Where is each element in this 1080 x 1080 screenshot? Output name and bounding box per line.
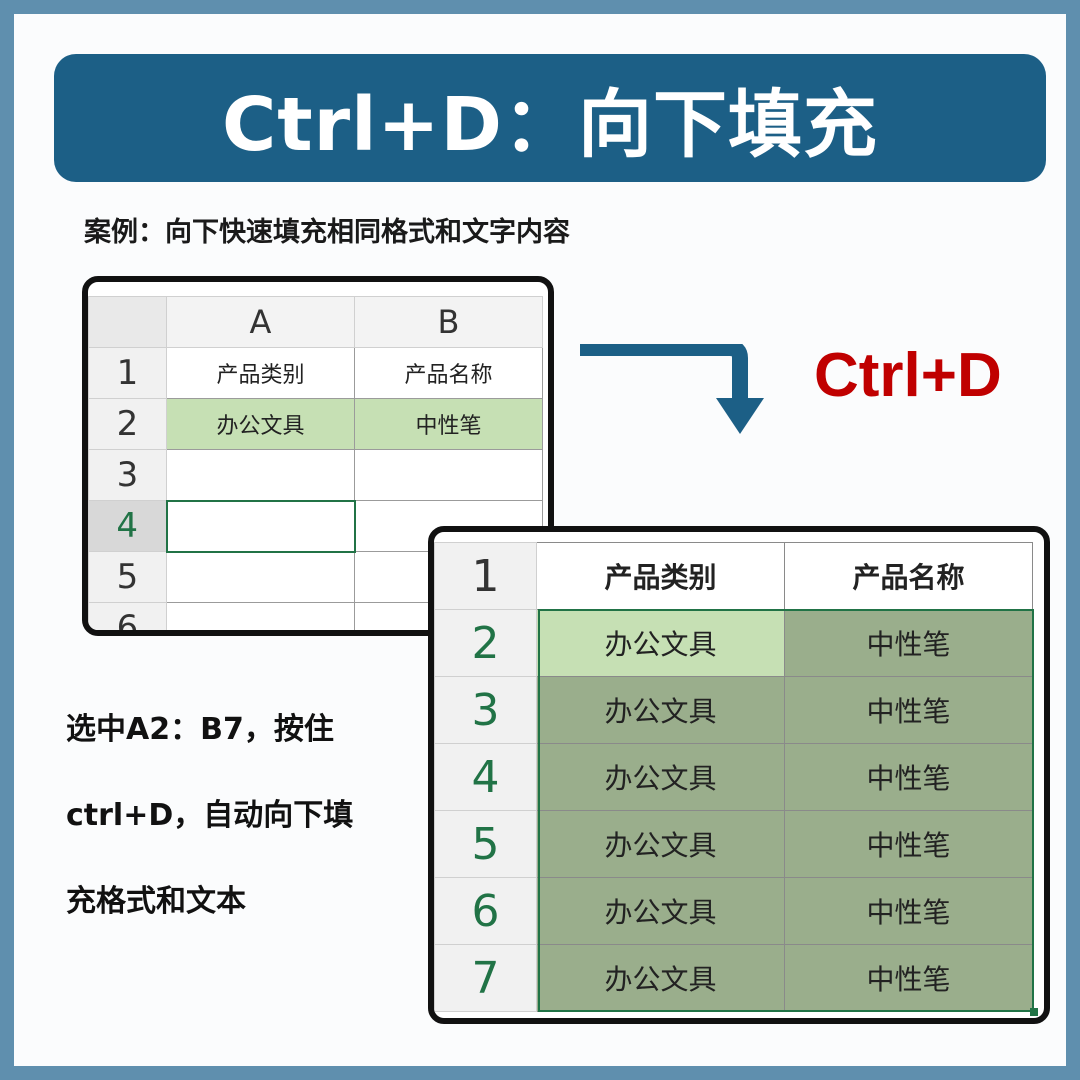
- before-grid: A B 1 产品类别 产品名称 2 办公文具 中性笔 3 4: [88, 296, 543, 630]
- instruction-line-2: ctrl+D，自动向下填: [66, 798, 354, 833]
- cell-a6[interactable]: 办公文具: [536, 877, 785, 945]
- row-number[interactable]: 3: [88, 449, 167, 501]
- cell-b2[interactable]: 中性笔: [784, 609, 1033, 677]
- instruction-line-1: 选中A2：B7，按住: [66, 712, 334, 747]
- table-row: 3: [88, 449, 543, 501]
- table-row: 3 办公文具 中性笔: [434, 676, 1033, 744]
- poster-card: Ctrl+D：向下填充 案例：向下快速填充相同格式和文字内容 A B 1 产品类…: [14, 14, 1066, 1066]
- row-number[interactable]: 5: [434, 810, 537, 878]
- cell-a6[interactable]: [166, 602, 355, 630]
- row-number[interactable]: 1: [88, 347, 167, 399]
- table-row: 2 办公文具 中性笔: [88, 398, 543, 450]
- cell-b1[interactable]: 产品名称: [354, 347, 543, 399]
- table-row: 2 办公文具 中性笔: [434, 609, 1033, 677]
- table-row: 7 办公文具 中性笔: [434, 944, 1033, 1012]
- cell-a5[interactable]: 办公文具: [536, 810, 785, 878]
- cell-a3[interactable]: [166, 449, 355, 501]
- cell-a2[interactable]: 办公文具: [536, 609, 785, 677]
- column-header-b[interactable]: B: [354, 296, 543, 348]
- cell-b3[interactable]: 中性笔: [784, 676, 1033, 744]
- table-row: 1 产品类别 产品名称: [88, 347, 543, 399]
- down-arrow-icon: [580, 344, 764, 434]
- spreadsheet-before: A B 1 产品类别 产品名称 2 办公文具 中性笔 3 4: [82, 276, 554, 636]
- cell-b7[interactable]: 中性笔: [784, 944, 1033, 1012]
- cell-a3[interactable]: 办公文具: [536, 676, 785, 744]
- cell-a5[interactable]: [166, 551, 355, 603]
- cell-b2[interactable]: 中性笔: [354, 398, 543, 450]
- after-grid: 1 产品类别 产品名称 2 办公文具 中性笔 3 办公文具 中性笔 4 办公文具…: [434, 542, 1033, 1012]
- table-row: 6 办公文具 中性笔: [434, 877, 1033, 945]
- subtitle: 案例：向下快速填充相同格式和文字内容: [84, 217, 570, 248]
- table-row: 5 办公文具 中性笔: [434, 810, 1033, 878]
- row-number[interactable]: 2: [434, 609, 537, 677]
- header-cell-a[interactable]: 产品类别: [536, 542, 785, 610]
- table-row: 4 办公文具 中性笔: [434, 743, 1033, 811]
- fill-handle[interactable]: [1030, 1008, 1038, 1016]
- cell-b5[interactable]: 中性笔: [784, 810, 1033, 878]
- cell-a2[interactable]: 办公文具: [166, 398, 355, 450]
- page-title: Ctrl+D：向下填充: [222, 81, 878, 168]
- cell-b6[interactable]: 中性笔: [784, 877, 1033, 945]
- column-header-row: A B: [88, 296, 543, 348]
- cell-a4[interactable]: 办公文具: [536, 743, 785, 811]
- cell-b3[interactable]: [354, 449, 543, 501]
- instruction-line-3: 充格式和文本: [66, 884, 246, 919]
- row-number[interactable]: 1: [434, 542, 537, 610]
- row-number[interactable]: 6: [88, 602, 167, 630]
- select-all-corner[interactable]: [88, 296, 167, 348]
- cell-a4[interactable]: [165, 499, 356, 553]
- row-number[interactable]: 2: [88, 398, 167, 450]
- title-banner: Ctrl+D：向下填充: [54, 54, 1046, 182]
- row-number-active[interactable]: 4: [88, 500, 167, 552]
- table-row: 1 产品类别 产品名称: [434, 542, 1033, 610]
- header-cell-b[interactable]: 产品名称: [784, 542, 1033, 610]
- cell-a1[interactable]: 产品类别: [166, 347, 355, 399]
- row-number[interactable]: 7: [434, 944, 537, 1012]
- cell-a7[interactable]: 办公文具: [536, 944, 785, 1012]
- row-number[interactable]: 5: [88, 551, 167, 603]
- column-header-a[interactable]: A: [166, 296, 355, 348]
- shortcut-label: Ctrl+D: [814, 341, 1002, 410]
- cell-b4[interactable]: 中性笔: [784, 743, 1033, 811]
- row-number[interactable]: 3: [434, 676, 537, 744]
- row-number[interactable]: 4: [434, 743, 537, 811]
- row-number[interactable]: 6: [434, 877, 537, 945]
- spreadsheet-after: 1 产品类别 产品名称 2 办公文具 中性笔 3 办公文具 中性笔 4 办公文具…: [428, 526, 1050, 1024]
